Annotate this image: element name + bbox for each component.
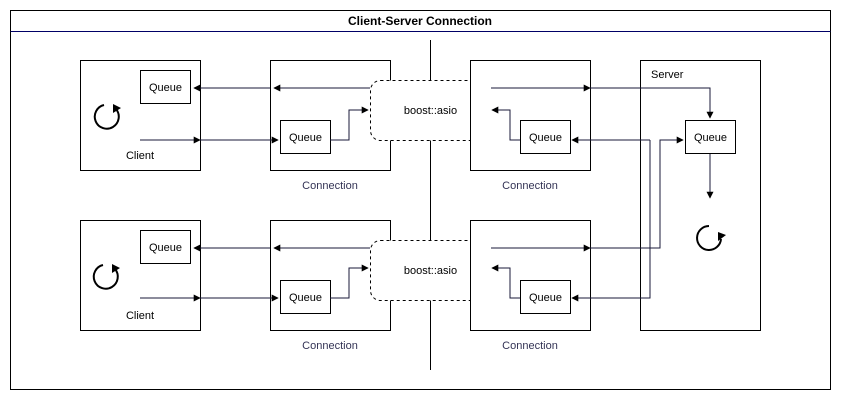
flow-queue-to-asio-top [330,106,369,141]
flow-queue-to-asio-bottom [330,264,369,299]
connection-label-right-top: Connection [502,180,558,192]
server-box [640,60,761,331]
server: Server Queue [640,60,761,331]
asio-label-top: boost::asio [404,105,457,117]
connection-label-left-bottom: Connection [302,340,358,352]
connection-label-left-top: Connection [302,180,358,192]
flow-rightconn-to-serverqueue-top [590,87,714,119]
connection-queue-label-left-top: Queue [289,132,322,144]
flow-rightqueue-to-asio-top [491,106,520,141]
connection-queue-label-right-top: Queue [529,132,562,144]
server-label: Server [651,69,684,81]
server-queue [685,120,736,154]
client-queue-label-bottom: Queue [149,242,182,254]
circular-arrow-icon [696,225,726,251]
flow-rightqueue-to-asio-bottom [491,264,520,299]
bottom-row: Queue Client Queue Connection boost::asi… [80,220,591,352]
diagram-title: Client-Server Connection [348,14,492,28]
flow-server-to-bottomqueue [571,140,651,302]
client-queue-bottom [140,230,191,264]
connection-queue-label-left-bottom: Queue [289,292,322,304]
asio-label-bottom: boost::asio [404,265,457,277]
connection-queue-right-bottom [520,280,571,314]
client-queue-top [140,70,191,104]
asio-box-top [370,80,491,141]
flow-lines [140,84,714,302]
asio-box-bottom [370,240,491,301]
flow-bottomconn-to-serverqueue [590,136,684,249]
circular-arrow-icon [92,264,120,290]
connection-queue-right-top [520,120,571,154]
circular-arrow-icon [93,104,121,130]
client-label-bottom: Client [126,310,154,322]
top-row: Queue Client Queue Connection boost::asi… [80,60,591,192]
client-queue-label-top: Queue [149,82,182,94]
connection-queue-left-bottom [280,280,331,314]
connection-label-right-bottom: Connection [502,340,558,352]
client-label-top: Client [126,150,154,162]
connection-queue-label-right-bottom: Queue [529,292,562,304]
connection-queue-left-top [280,120,331,154]
server-queue-label: Queue [694,132,727,144]
